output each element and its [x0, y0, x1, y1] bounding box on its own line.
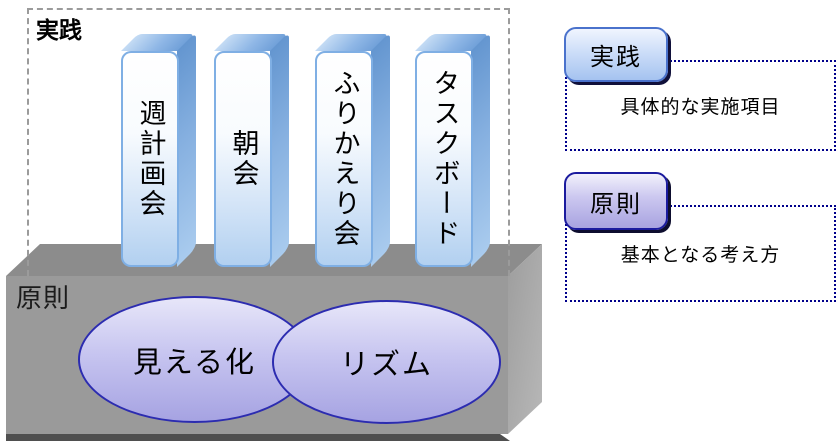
pillar-side-face: [371, 32, 390, 267]
pillar-task-board: タスクボード: [415, 32, 490, 267]
practice-region: 実践: [27, 8, 510, 276]
pillar-front-face: ふりかえり会: [315, 51, 373, 267]
legend-description: 具体的な実施項目: [620, 97, 781, 118]
practice-region-label: 実践: [36, 17, 82, 43]
legend-badge-practice: 実践: [564, 27, 668, 82]
pillar-weekly-planning-meeting: 週計画会: [121, 32, 196, 267]
legend-item-practice: 具体的な実施項目 実践: [564, 27, 840, 153]
pillar-label: 朝会: [228, 129, 259, 189]
principle-ellipse-label: 見える化: [132, 346, 257, 379]
pillar-front-face: タスクボード: [415, 51, 473, 267]
legend-item-principle: 基本となる考え方 原則: [564, 172, 840, 304]
platform-bottom-shadow: [6, 434, 510, 441]
legend-description-box: 基本となる考え方: [565, 205, 836, 302]
pillar-side-face: [471, 32, 490, 267]
legend-badge-principle: 原則: [564, 172, 668, 230]
legend-badge-label: 原則: [590, 190, 642, 218]
pillar-side-face: [177, 32, 196, 267]
platform-label: 原則: [16, 283, 71, 313]
pillar-label: タスクボード: [429, 69, 460, 249]
pillar-side-face: [270, 32, 289, 267]
principle-ellipse-rhythm: リズム: [272, 300, 501, 424]
pillar-front-face: 週計画会: [121, 51, 179, 267]
pillar-morning-meeting: 朝会: [214, 32, 289, 267]
pillar-label: 週計画会: [135, 99, 166, 219]
legend-badge-label: 実践: [590, 44, 642, 71]
legend-description: 基本となる考え方: [620, 245, 781, 266]
pillar-front-face: 朝会: [214, 51, 272, 267]
principle-ellipse-label: リズム: [339, 349, 433, 381]
platform-right-face: [508, 244, 542, 434]
pillar-label: ふりかえり会: [329, 69, 360, 249]
pillar-retrospective-meeting: ふりかえり会: [315, 32, 390, 267]
